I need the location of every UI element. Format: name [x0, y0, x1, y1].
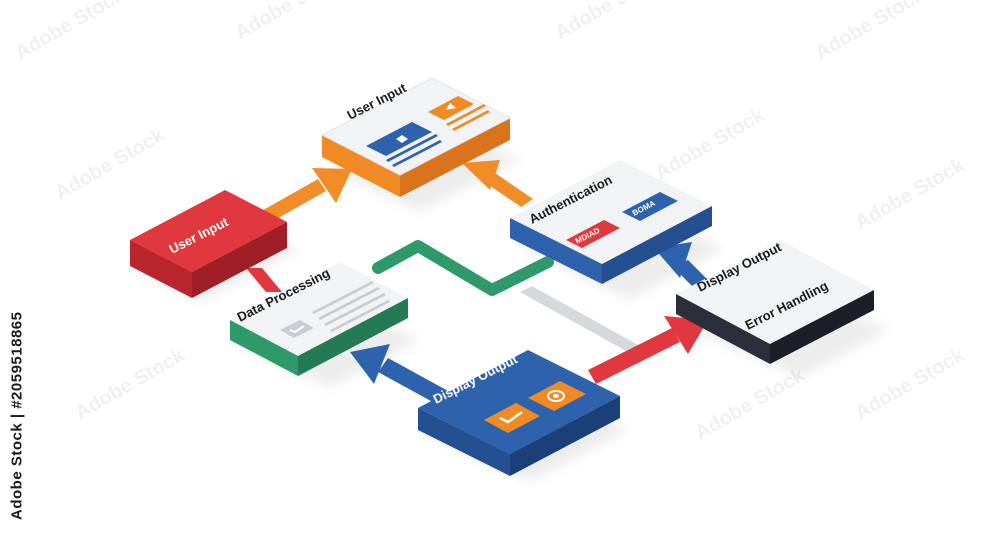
record-icon	[528, 381, 586, 411]
svg-text:Adobe Stock: Adobe Stock	[52, 124, 170, 205]
arrow-output-to-errors	[588, 316, 708, 384]
svg-text:Adobe Stock: Adobe Stock	[852, 154, 970, 235]
svg-text:Adobe Stock: Adobe Stock	[812, 0, 930, 64]
connector-red	[246, 268, 282, 292]
arrow-output-to-processing	[350, 344, 450, 406]
node-user-input-left[interactable]: User Input	[130, 190, 287, 298]
svg-text:Adobe Stock: Adobe Stock	[72, 344, 190, 425]
stock-id-label: Adobe Stock | #2059518865	[8, 311, 26, 521]
check-card-icon	[280, 320, 314, 338]
svg-text:Adobe Stock: Adobe Stock	[652, 104, 770, 185]
check-icon	[484, 403, 540, 433]
svg-text:Adobe Stock: Adobe Stock	[232, 0, 350, 44]
arrow-auth-to-input	[462, 160, 533, 207]
connector-grey	[520, 286, 640, 352]
image-card-icon	[366, 122, 442, 167]
connector-green	[372, 240, 554, 296]
svg-text:Adobe Stock: Adobe Stock	[12, 0, 130, 64]
svg-text:Adobe Stock: Adobe Stock	[692, 364, 810, 445]
image-card-icon-2	[428, 96, 490, 131]
text-lines-icon	[312, 281, 390, 332]
svg-text:Adobe Stock: Adobe Stock	[552, 0, 670, 44]
arrow-user-to-input	[258, 168, 352, 225]
node-display-output-center[interactable]: Display Output	[418, 350, 620, 476]
svg-text:Adobe Stock: Adobe Stock	[852, 344, 970, 425]
